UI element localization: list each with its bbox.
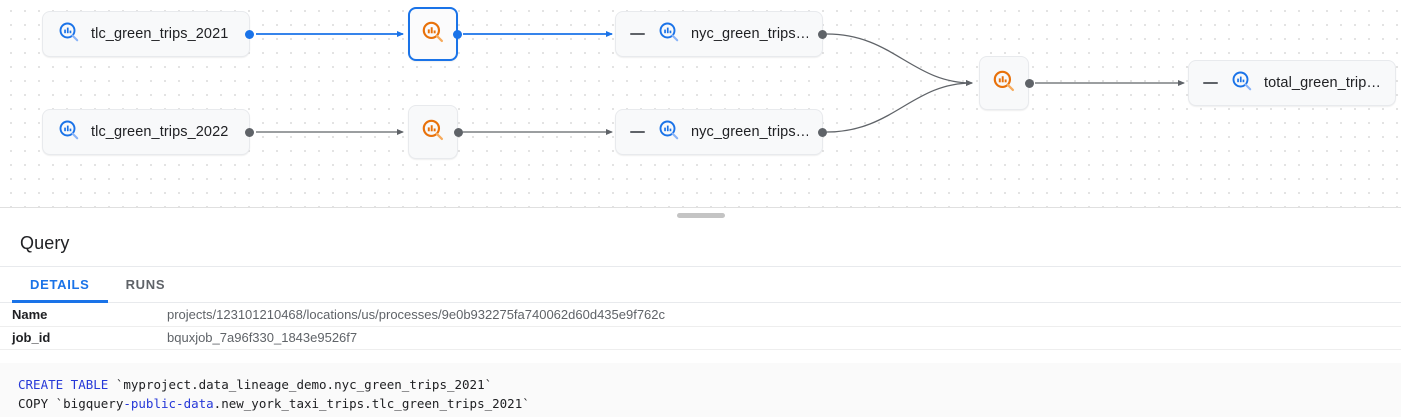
table-row: job_id bquxjob_7a96f330_1843e9526f7: [0, 326, 1401, 350]
lineage-node-process[interactable]: [408, 105, 463, 159]
edge-nyc2-proc3: [826, 80, 973, 133]
bigquery-table-icon: [657, 118, 681, 147]
lineage-process-icon: [991, 68, 1017, 99]
bigquery-table-icon: [657, 20, 681, 49]
sql-text: COPY `bigquery: [18, 396, 124, 411]
lineage-node-label: total_green_trip…: [1264, 75, 1381, 91]
collapse-icon[interactable]: [630, 131, 645, 133]
sql-code-block[interactable]: CREATE TABLE `myproject.data_lineage_dem…: [0, 363, 1401, 417]
lineage-node-total-green-trips[interactable]: total_green_trip…: [1188, 60, 1396, 106]
edge-nyc1-proc3: [826, 33, 973, 86]
details-pane: Query DETAILS RUNS Name projects/1231012…: [0, 219, 1401, 417]
node-output-port[interactable]: [245, 29, 254, 39]
node-output-port[interactable]: [818, 127, 827, 137]
lineage-process-icon: [420, 19, 446, 50]
details-tabbar: DETAILS RUNS: [0, 266, 1401, 303]
lineage-node-label: nyc_green_trips…: [691, 26, 808, 42]
sql-keyword: -public-data: [123, 396, 214, 411]
bigquery-table-icon: [1230, 69, 1254, 98]
lineage-node-label: tlc_green_trips_2021: [91, 26, 229, 42]
lineage-node-process-selected[interactable]: [408, 7, 462, 61]
field-key-job-id: job_id: [0, 326, 167, 350]
bigquery-table-icon: [57, 118, 81, 147]
node-output-port[interactable]: [245, 127, 254, 137]
table-row: Name projects/123101210468/locations/us/…: [0, 303, 1401, 327]
lineage-process-icon: [420, 117, 446, 148]
sql-line-1: CREATE TABLE `myproject.data_lineage_dem…: [18, 375, 1401, 394]
collapse-icon[interactable]: [630, 33, 645, 35]
field-key-name: Name: [0, 303, 167, 327]
sql-line-2: COPY `bigquery-public-data.new_york_taxi…: [18, 394, 1401, 413]
field-value-job-id: bquxjob_7a96f330_1843e9526f7: [167, 326, 1401, 350]
lineage-node-tlc-green-trips-2022[interactable]: tlc_green_trips_2022: [42, 109, 254, 155]
sql-text: .new_york_taxi_trips.tlc_green_trips_202…: [213, 396, 530, 411]
pane-splitter: [0, 207, 1401, 220]
lineage-node-process-merge[interactable]: [979, 56, 1034, 110]
node-output-port[interactable]: [818, 29, 827, 39]
pane-title: Query: [20, 233, 70, 253]
collapse-icon[interactable]: [1203, 82, 1218, 84]
lineage-node-nyc-green-trips-top[interactable]: nyc_green_trips…: [615, 11, 827, 57]
lineage-node-label: nyc_green_trips…: [691, 124, 808, 140]
splitter-drag-handle[interactable]: [676, 213, 725, 218]
bigquery-table-icon: [57, 20, 81, 49]
node-output-port[interactable]: [454, 127, 463, 137]
sql-text: `myproject.data_lineage_demo.nyc_green_t…: [108, 377, 493, 392]
lineage-canvas[interactable]: tlc_green_trips_2021 tlc_green_trips_202…: [0, 0, 1401, 207]
field-value-name: projects/123101210468/locations/us/proce…: [167, 303, 1401, 327]
tab-details[interactable]: DETAILS: [12, 267, 108, 303]
sql-keyword: CREATE TABLE: [18, 377, 109, 392]
tab-runs[interactable]: RUNS: [108, 267, 184, 302]
details-fields-table: Name projects/123101210468/locations/us/…: [0, 303, 1401, 350]
node-output-port[interactable]: [1025, 78, 1034, 88]
lineage-node-label: tlc_green_trips_2022: [91, 124, 229, 140]
lineage-node-tlc-green-trips-2021[interactable]: tlc_green_trips_2021: [42, 11, 254, 57]
lineage-node-nyc-green-trips-bottom[interactable]: nyc_green_trips…: [615, 109, 827, 155]
node-output-port[interactable]: [453, 29, 462, 39]
